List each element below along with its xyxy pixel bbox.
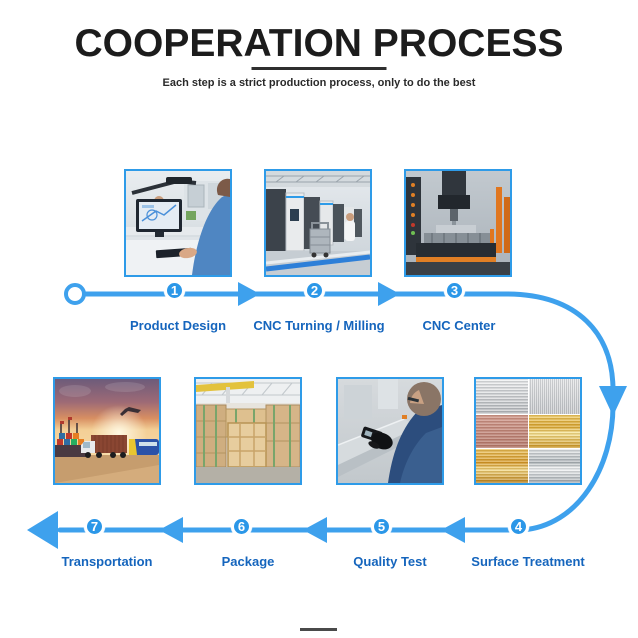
cnc-center-photo (404, 169, 512, 277)
metal-swatch-grid (476, 379, 580, 483)
flow-start-marker (64, 283, 86, 305)
arrow-down-icon (599, 386, 627, 416)
package-photo (194, 377, 302, 485)
step-circle-5: 5 (371, 516, 392, 537)
step-label-transportation: Transportation (61, 554, 153, 569)
quality-test-illustration (338, 379, 442, 483)
package-illustration (196, 379, 300, 483)
step-circle-7: 7 (84, 516, 105, 537)
step-circle-3: 3 (444, 280, 465, 301)
gold-swatch (528, 414, 580, 449)
quality-test-photo (336, 377, 444, 485)
product-design-photo (124, 169, 232, 277)
surface-treatment-photo (474, 377, 582, 485)
page-subtitle: Each step is a strict production process… (162, 77, 476, 89)
arrow-right-icon (378, 282, 400, 306)
arrow-left-icon (441, 517, 465, 543)
arrow-right-icon (238, 282, 260, 306)
copper-swatch (476, 414, 528, 449)
flow-curve-upper (503, 291, 616, 393)
step-label-quality-test: Quality Test (353, 554, 427, 569)
step-label-cnc-turning-milling: CNC Turning / Milling (253, 318, 385, 333)
polished-silver-swatch (528, 449, 580, 483)
transportation-illustration (55, 379, 159, 483)
brushed-silver-swatch (476, 379, 528, 414)
step-circle-6: 6 (231, 516, 252, 537)
bottom-divider (300, 628, 337, 631)
mesh-silver-swatch (528, 379, 580, 414)
step-circle-4: 4 (508, 516, 529, 537)
step-label-surface-treatment: Surface Treatment (471, 554, 585, 569)
title-underline (251, 67, 387, 70)
cnc-turning-milling-photo (264, 169, 372, 277)
brass-swatch (476, 449, 528, 483)
transportation-photo (53, 377, 161, 485)
arrow-left-end-icon (27, 511, 58, 549)
product-design-illustration (126, 171, 230, 275)
arrow-left-icon (303, 517, 327, 543)
step-label-product-design: Product Design (129, 318, 227, 333)
cnc-center-illustration (406, 171, 510, 275)
page-title: COOPERATION PROCESS (74, 22, 564, 65)
cnc-turning-milling-illustration (266, 171, 370, 275)
arrow-left-icon (159, 517, 183, 543)
step-label-cnc-center: CNC Center (422, 318, 496, 333)
step-circle-2: 2 (304, 280, 325, 301)
step-label-package: Package (221, 554, 275, 569)
step-circle-1: 1 (164, 280, 185, 301)
